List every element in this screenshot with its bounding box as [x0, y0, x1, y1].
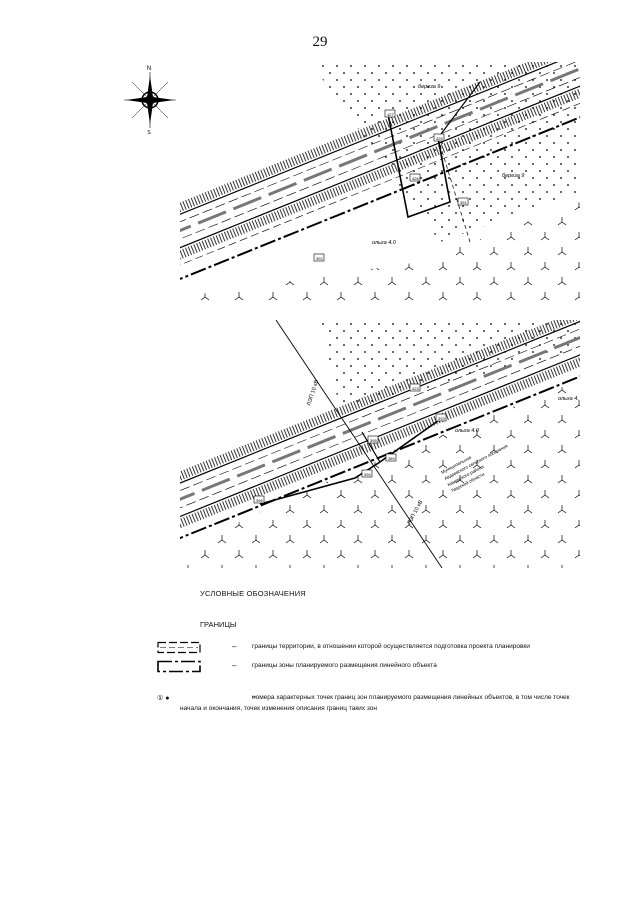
point-396-label: 396: [256, 498, 263, 503]
point-393-label: 393: [438, 416, 445, 421]
legend-title: УСЛОВНЫЕ ОБОЗНАЧЕНИЯ: [200, 589, 306, 598]
point-423-label: 423: [412, 386, 419, 391]
point-395-label: 395: [370, 438, 377, 443]
legend-dash-3: –: [252, 692, 257, 701]
alder-label-2: ольха 4.0: [455, 428, 480, 434]
legend-subtitle: ГРАНИЦЫ: [200, 620, 237, 629]
compass-south-label: S: [147, 130, 151, 136]
legend-item-points: номера характерных точек границ зон план…: [180, 694, 570, 712]
legend-dash-2: –: [232, 661, 237, 670]
legend-item-zone: границы зоны планируемого размещения лин…: [252, 662, 437, 669]
map-sheet-1: 427 425 426 391 392 береза 9 береза 9 ол…: [180, 62, 580, 302]
map-sheet-2: 423 393 395 389 394 396 ЛЭП 10 кВ ЛЭП 10…: [180, 320, 580, 568]
power-line-label-1: ЛЭП 10 кВ: [306, 379, 320, 407]
birch-label-2: береза 9: [502, 173, 524, 179]
legend-dash-1: –: [232, 642, 237, 651]
compass-rose-icon: N S: [124, 66, 176, 136]
legend-points-symbol: ① ●: [157, 695, 170, 702]
birch-label-1: береза 9: [418, 84, 440, 90]
point-425-label: 425: [436, 136, 443, 141]
point-389-label: 389: [388, 456, 395, 461]
alder-label-1: ольха 4.: [558, 396, 579, 402]
alder-label: ольха 4.0: [372, 240, 397, 246]
point-426-label: 426: [412, 176, 419, 181]
point-392-label: 392: [316, 256, 323, 261]
legend-swatch-territory: [157, 641, 201, 654]
point-391-label: 391: [460, 200, 467, 205]
point-394-label: 394: [364, 472, 371, 477]
legend-item-territory: границы территории, в отношении которой …: [252, 643, 530, 650]
compass-north-label: N: [147, 66, 151, 72]
point-427-label: 427: [387, 112, 394, 117]
page-number: 29: [312, 34, 328, 50]
legend-swatch-zone: [157, 660, 201, 673]
